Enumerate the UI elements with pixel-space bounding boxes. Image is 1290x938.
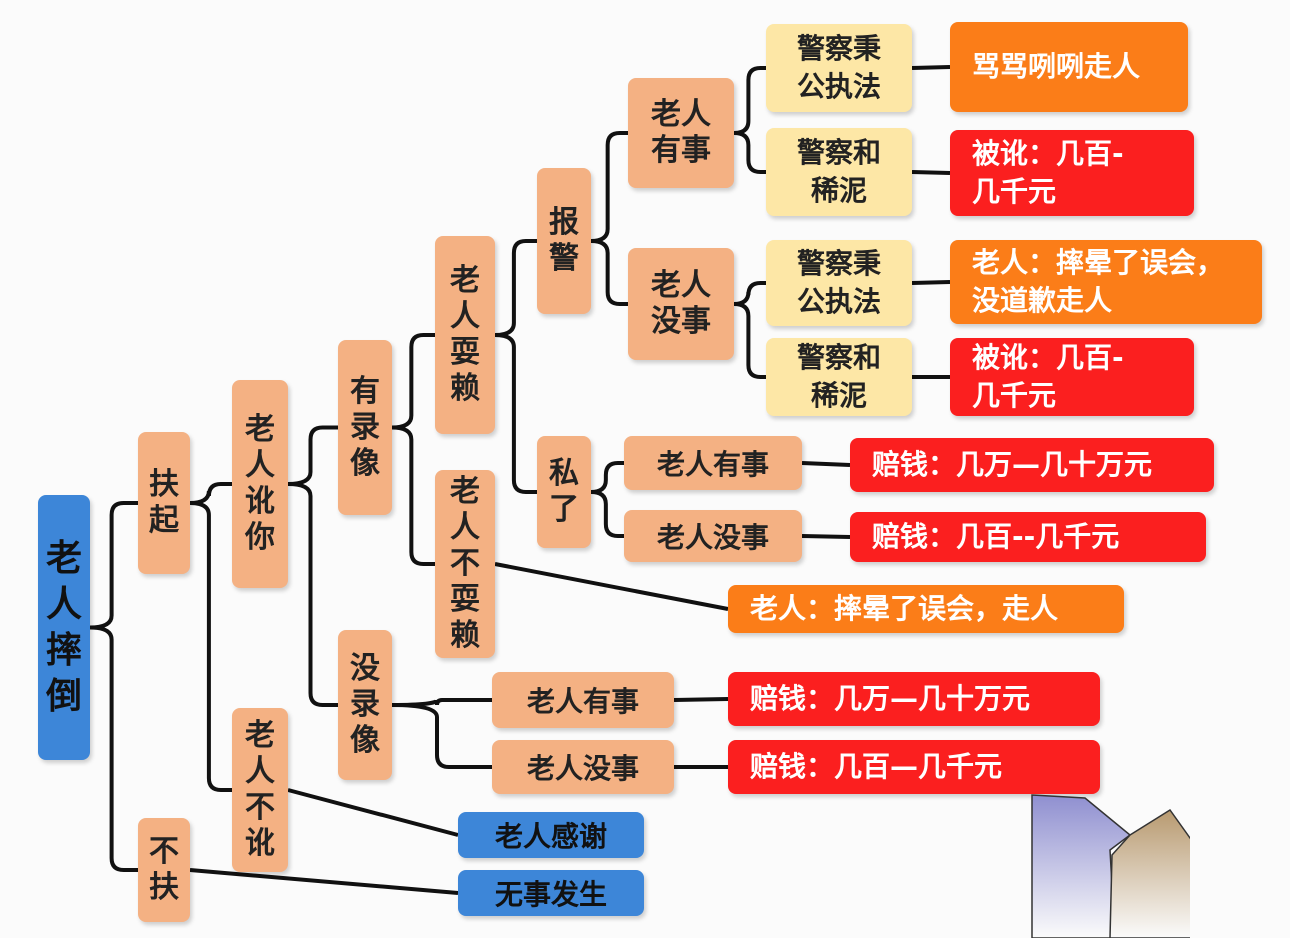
result-novideo-ok: 赔钱：几百—几千元 <box>728 740 1100 794</box>
node-no-help: 不扶 <box>138 818 190 922</box>
result-thanks: 老人感谢 <box>458 812 644 858</box>
result-no-cheat: 老人：摔晕了误会，走人 <box>728 585 1124 633</box>
connector-muddle1-res_muddle1 <box>911 170 951 175</box>
connector-nocheat-res_nocheat <box>494 562 729 611</box>
node-fair-2: 警察秉公执法 <box>766 240 912 326</box>
connector-police_ok-fair2 <box>733 281 766 306</box>
result-private-ok: 赔钱：几百--几千元 <box>850 512 1206 562</box>
connector-novideo-nv_ok <box>391 703 492 769</box>
connector-fair2-res_fair2 <box>911 280 951 285</box>
connector-nv_hurt-res_nv_hurt <box>673 697 729 702</box>
result-muddle-2: 被讹：几百-几千元 <box>950 338 1194 416</box>
node-help: 扶起 <box>138 432 190 574</box>
connector-fair1-res_fair1 <box>911 65 951 70</box>
node-no-extort: 老人不讹 <box>232 708 288 872</box>
node-extort: 老人讹你 <box>232 380 288 588</box>
node-video: 有录像 <box>338 340 392 515</box>
connector-cheat-police <box>494 239 537 337</box>
node-private-ok: 老人没事 <box>624 510 802 562</box>
connector-police_hurt-fair1 <box>733 66 766 135</box>
result-muddle-1: 被讹：几百-几千元 <box>950 130 1194 216</box>
node-private: 私了 <box>537 436 591 548</box>
node-no-cheat: 老人不耍赖 <box>435 470 495 658</box>
node-muddle-2: 警察和稀泥 <box>766 338 912 416</box>
connector-root-nohelp <box>89 625 138 872</box>
result-private-hurt: 赔钱：几万—几十万元 <box>850 438 1214 492</box>
connector-root-help <box>89 501 138 630</box>
root-node: 老人摔倒 <box>38 495 90 760</box>
node-no-video: 没录像 <box>338 630 392 780</box>
connector-nohelp-nothing <box>189 868 459 895</box>
elderly-figure-illustration <box>1031 794 1190 938</box>
node-muddle-1: 警察和稀泥 <box>766 128 912 216</box>
connector-help-noextort <box>189 501 232 792</box>
node-fair-1: 警察秉公执法 <box>766 24 912 112</box>
result-fair-2: 老人：摔晕了误会，没道歉走人 <box>950 240 1262 324</box>
connector-private-priv_ok <box>590 490 624 538</box>
node-cheat: 老人耍赖 <box>435 236 495 434</box>
node-police-ok: 老人没事 <box>628 248 734 360</box>
connector-private-priv_hurt <box>590 461 624 494</box>
result-nothing: 无事发生 <box>458 870 644 916</box>
connector-police-police_ok <box>590 239 628 306</box>
node-private-hurt: 老人有事 <box>624 436 802 490</box>
result-fair-1: 骂骂咧咧走人 <box>950 22 1188 112</box>
result-novideo-hurt: 赔钱：几万—几十万元 <box>728 672 1100 726</box>
node-police: 报警 <box>537 168 591 314</box>
node-novideo-ok: 老人没事 <box>492 740 674 794</box>
connector-police-police_hurt <box>590 131 628 243</box>
node-novideo-hurt: 老人有事 <box>492 672 674 728</box>
connector-cheat-private <box>494 333 537 494</box>
connector-help-extort <box>189 482 232 505</box>
connector-priv_hurt-res_priv_hurt <box>801 461 851 467</box>
connector-extort-novideo <box>287 482 338 707</box>
connector-video-nocheat <box>391 425 435 566</box>
connector-police_hurt-muddle1 <box>733 131 766 174</box>
connector-video-cheat <box>391 333 435 430</box>
connector-noextort-thanks <box>287 788 459 837</box>
node-police-hurt: 老人有事 <box>628 78 734 188</box>
connector-priv_ok-res_priv_ok <box>801 534 851 539</box>
connector-extort-video <box>287 425 338 486</box>
connector-police_ok-muddle2 <box>733 302 766 379</box>
